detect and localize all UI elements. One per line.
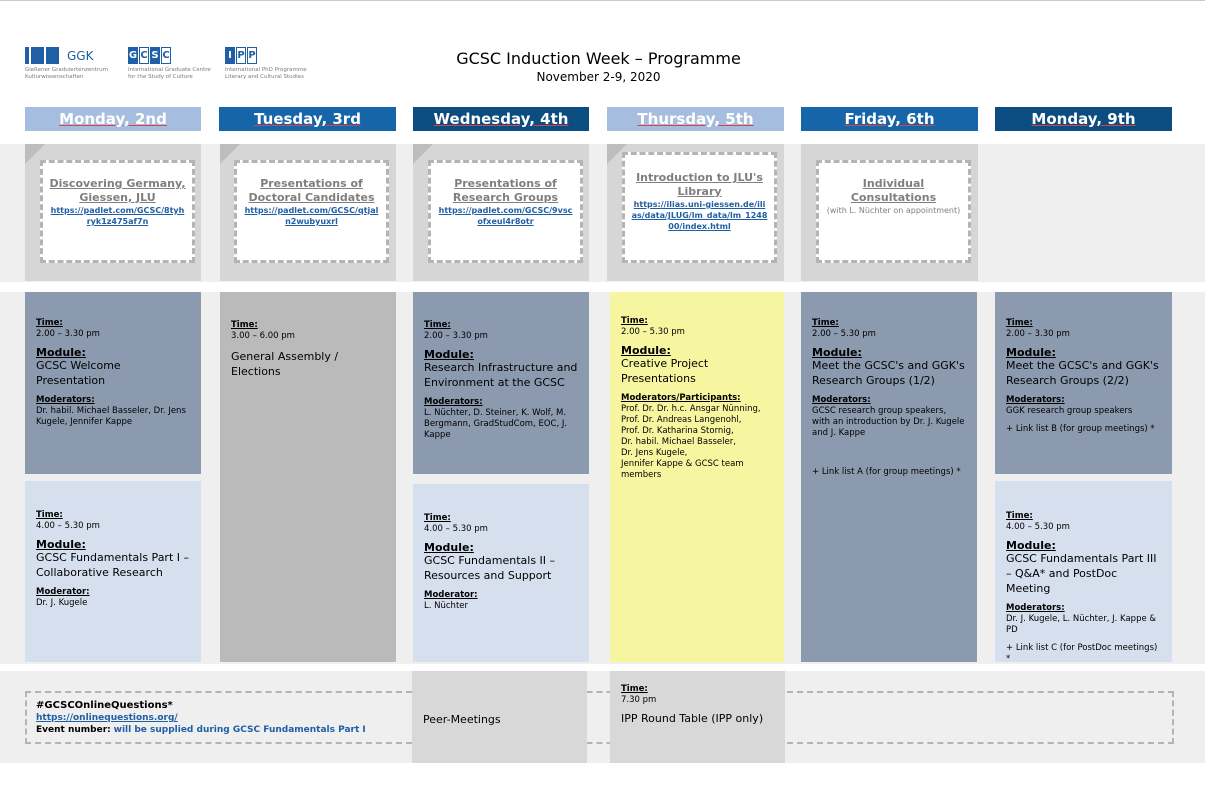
peer-meetings: Peer-Meetings xyxy=(412,671,587,763)
padlet-link[interactable]: https://padlet.com/GCSC/8tyhryk1z475af7n xyxy=(50,206,185,226)
card-discovering-germany: Discovering Germany, Giessen, JLU https:… xyxy=(40,160,195,263)
link-list-a[interactable]: + Link list A (for group meetings) * xyxy=(812,467,961,477)
session-thursday-creative-projects: Time: 2.00 – 5.30 pm Module: Creative Pr… xyxy=(610,292,784,662)
session-monday9-research-groups: Time: 2.00 – 3.30 pm Module: Meet the GC… xyxy=(995,292,1172,474)
card-individual-consultations: Individual Consultations (with L. Nüchte… xyxy=(816,160,971,263)
top-divider xyxy=(0,0,1205,1)
session-wednesday-infrastructure: Time: 2.00 – 3.30 pm Module: Research In… xyxy=(413,292,589,474)
day-header-tuesday-3: Tuesday, 3rd xyxy=(219,107,396,131)
online-questions-link[interactable]: https://onlinequestions.org/ xyxy=(36,713,178,723)
page-subtitle: November 2-9, 2020 xyxy=(536,70,661,84)
day-header-friday-6: Friday, 6th xyxy=(801,107,978,131)
link-list-c[interactable]: + Link list C (for PostDoc meetings) * xyxy=(1006,643,1158,664)
ipp-round-table: Time: 7.30 pm IPP Round Table (IPP only) xyxy=(610,671,785,763)
session-monday-fundamentals-1: Time: 4.00 – 5.30 pm Module: GCSC Fundam… xyxy=(25,481,201,662)
session-monday-welcome: Time: 2.00 – 3.30 pm Module: GCSC Welcom… xyxy=(25,292,201,474)
padlet-link[interactable]: https://padlet.com/GCSC/9vscofxeul4r8otr xyxy=(438,206,573,226)
library-link[interactable]: https://ilias.uni-giessen.de/ilias/data/… xyxy=(631,200,768,231)
card-library: Introduction to JLU's Library https://il… xyxy=(622,152,777,263)
ggk-logo-text: GGK xyxy=(67,48,94,63)
online-questions-box xyxy=(25,691,1174,744)
session-wednesday-fundamentals-2: Time: 4.00 – 5.30 pm Module: GCSC Fundam… xyxy=(413,484,589,662)
hashtag: #GCSCOnlineQuestions* xyxy=(36,700,173,711)
bottom-band xyxy=(0,671,1205,763)
ggk-bars-icon xyxy=(25,47,59,64)
online-questions: #GCSCOnlineQuestions* https://onlineques… xyxy=(36,700,366,735)
day-header-monday-9: Monday, 9th xyxy=(995,107,1172,131)
day-header-monday-2: Monday, 2nd xyxy=(25,107,201,131)
day-header-thursday-5: Thursday, 5th xyxy=(607,107,784,131)
card-doctoral-presentations: Presentations of Doctoral Candidates htt… xyxy=(234,160,389,263)
padlet-link[interactable]: https://padlet.com/GCSC/qtjaln2wubyuxrl xyxy=(244,206,379,226)
session-monday9-fundamentals-3: Time: 4.00 – 5.30 pm Module: GCSC Fundam… xyxy=(995,481,1172,664)
card-research-groups: Presentations of Research Groups https:/… xyxy=(428,160,583,263)
session-friday-research-groups: Time: 2.00 – 5.30 pm Module: Meet the GC… xyxy=(801,292,977,662)
link-list-b[interactable]: + Link list B (for group meetings) * xyxy=(1006,424,1155,434)
session-tuesday-general-assembly: Time: 3.00 – 6.00 pm General Assembly / … xyxy=(220,292,396,662)
page-title: GCSC Induction Week – Programme xyxy=(456,49,741,68)
day-header-wednesday-4: Wednesday, 4th xyxy=(413,107,589,131)
